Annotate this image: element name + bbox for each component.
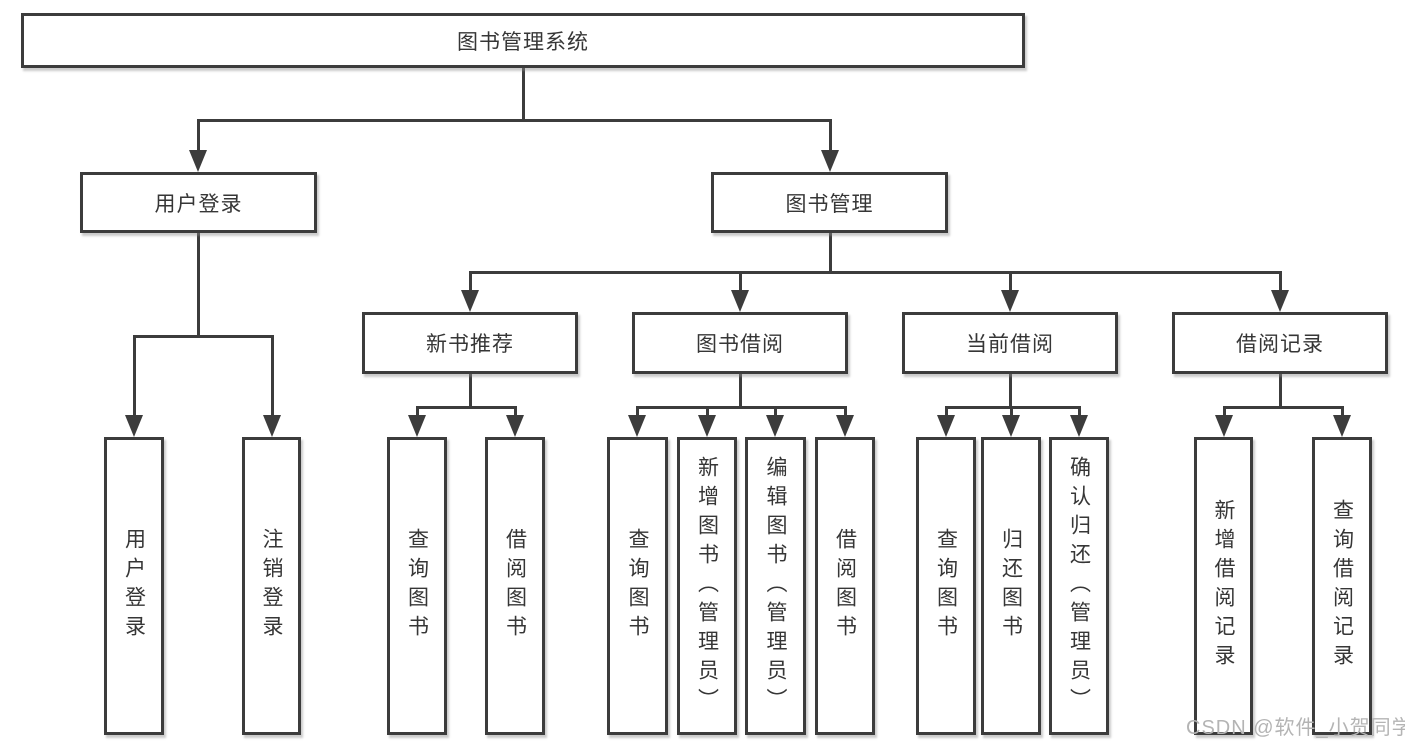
node-label-query-books-borrow: 查询图书 — [626, 528, 649, 644]
connector-2-arrowhead-3 — [1271, 290, 1289, 312]
node-logout: 注销登录 — [242, 437, 301, 735]
node-label-current-borrow: 当前借阅 — [966, 333, 1054, 356]
connector-2-arrowhead-2 — [1001, 290, 1019, 312]
node-label-add-borrow-record: 新增借阅记录 — [1212, 499, 1235, 673]
connector-3-drop-0 — [415, 407, 419, 419]
connector-1-stem — [196, 233, 200, 338]
node-book-mgmt-group: 图书管理 — [711, 172, 948, 233]
connector-5-drop-0 — [944, 407, 948, 419]
node-label-book-borrow: 图书借阅 — [696, 333, 784, 356]
node-label-confirm-return-admin: 确认归还（管理员） — [1067, 455, 1091, 717]
connector-4-drop-2 — [773, 407, 777, 419]
connector-5-arrowhead-1 — [1002, 415, 1020, 437]
node-label-query-books-current: 查询图书 — [934, 528, 958, 644]
connector-6-drop-0 — [1222, 407, 1226, 419]
node-current-borrow: 当前借阅 — [902, 312, 1118, 374]
connector-6-bar — [1222, 405, 1344, 409]
node-query-books-current: 查询图书 — [916, 437, 976, 735]
connector-0-arrowhead-0 — [189, 150, 207, 172]
connector-4-stem — [738, 374, 742, 409]
connector-2-drop-2 — [1008, 272, 1012, 294]
watermark: CSDN @软件_小贺同学 — [1186, 717, 1405, 739]
connector-1-drop-1 — [270, 336, 274, 419]
connector-1-bar — [132, 334, 274, 338]
connector-4-drop-1 — [705, 407, 709, 419]
node-borrow-books-rec: 借阅图书 — [485, 437, 545, 735]
connector-5-stem — [1008, 374, 1012, 409]
node-edit-books-admin: 编辑图书（管理员） — [745, 437, 806, 735]
connector-6-arrowhead-0 — [1215, 415, 1233, 437]
connector-3-drop-1 — [513, 407, 517, 419]
connector-4-bar — [635, 405, 847, 409]
node-add-books-admin: 新增图书（管理员） — [677, 437, 737, 735]
connector-4-arrowhead-1 — [698, 415, 716, 437]
node-label-borrow-books-2: 借阅图书 — [833, 528, 857, 644]
connector-0-bar — [196, 118, 832, 122]
connector-2-drop-3 — [1278, 272, 1282, 294]
node-label-query-borrow-record: 查询借阅记录 — [1330, 499, 1354, 673]
node-borrow-books-2: 借阅图书 — [815, 437, 875, 735]
connector-2-stem — [828, 233, 832, 274]
connector-1-drop-0 — [132, 336, 136, 419]
node-label-borrow-books-rec: 借阅图书 — [503, 528, 527, 644]
node-label-edit-books-admin: 编辑图书（管理员） — [764, 455, 787, 717]
node-query-books-borrow: 查询图书 — [607, 437, 668, 735]
node-book-borrow: 图书借阅 — [632, 312, 848, 374]
node-user-login-group: 用户登录 — [80, 172, 317, 233]
node-confirm-return-admin: 确认归还（管理员） — [1049, 437, 1109, 735]
node-user-login: 用户登录 — [104, 437, 164, 735]
connector-0-drop-1 — [828, 120, 832, 154]
connector-1-arrowhead-0 — [125, 415, 143, 437]
node-label-return-books: 归还图书 — [999, 528, 1023, 644]
node-label-borrow-records: 借阅记录 — [1236, 333, 1324, 356]
connector-5-arrowhead-0 — [937, 415, 955, 437]
connector-4-arrowhead-3 — [836, 415, 854, 437]
node-label-book-mgmt-group: 图书管理 — [785, 192, 874, 216]
node-label-user-login: 用户登录 — [122, 528, 146, 644]
node-label-add-books-admin: 新增图书（管理员） — [695, 455, 719, 717]
node-query-books-rec: 查询图书 — [387, 437, 447, 735]
connector-2-drop-1 — [738, 272, 742, 294]
connector-5-bar — [944, 405, 1081, 409]
connector-4-arrowhead-2 — [766, 415, 784, 437]
node-label-root: 图书管理系统 — [457, 30, 589, 54]
node-return-books: 归还图书 — [981, 437, 1041, 735]
connector-5-drop-2 — [1077, 407, 1081, 419]
connector-6-stem — [1278, 374, 1282, 409]
connector-4-drop-3 — [843, 407, 847, 419]
connector-3-arrowhead-1 — [506, 415, 524, 437]
node-borrow-records: 借阅记录 — [1172, 312, 1388, 374]
node-root: 图书管理系统 — [21, 13, 1025, 68]
node-label-query-books-rec: 查询图书 — [405, 528, 429, 644]
connector-2-drop-0 — [468, 272, 472, 294]
connector-2-bar — [468, 270, 1282, 274]
connector-3-bar — [415, 405, 517, 409]
connector-2-arrowhead-0 — [461, 290, 479, 312]
connector-6-drop-1 — [1340, 407, 1344, 419]
connector-0-stem — [521, 68, 525, 122]
node-label-logout: 注销登录 — [260, 528, 283, 644]
connector-4-drop-0 — [635, 407, 639, 419]
node-new-book-rec: 新书推荐 — [362, 312, 578, 374]
connector-4-arrowhead-0 — [628, 415, 646, 437]
node-label-user-login-group: 用户登录 — [154, 192, 243, 216]
connector-5-drop-1 — [1009, 407, 1013, 419]
connector-1-arrowhead-1 — [263, 415, 281, 437]
connector-0-drop-0 — [196, 120, 200, 154]
connector-6-arrowhead-1 — [1333, 415, 1351, 437]
connector-2-arrowhead-1 — [731, 290, 749, 312]
connector-5-arrowhead-2 — [1070, 415, 1088, 437]
node-add-borrow-record: 新增借阅记录 — [1194, 437, 1253, 735]
connector-3-arrowhead-0 — [408, 415, 426, 437]
node-query-borrow-record: 查询借阅记录 — [1312, 437, 1372, 735]
connector-0-arrowhead-1 — [821, 150, 839, 172]
connector-3-stem — [468, 374, 472, 409]
node-label-new-book-rec: 新书推荐 — [426, 333, 514, 356]
